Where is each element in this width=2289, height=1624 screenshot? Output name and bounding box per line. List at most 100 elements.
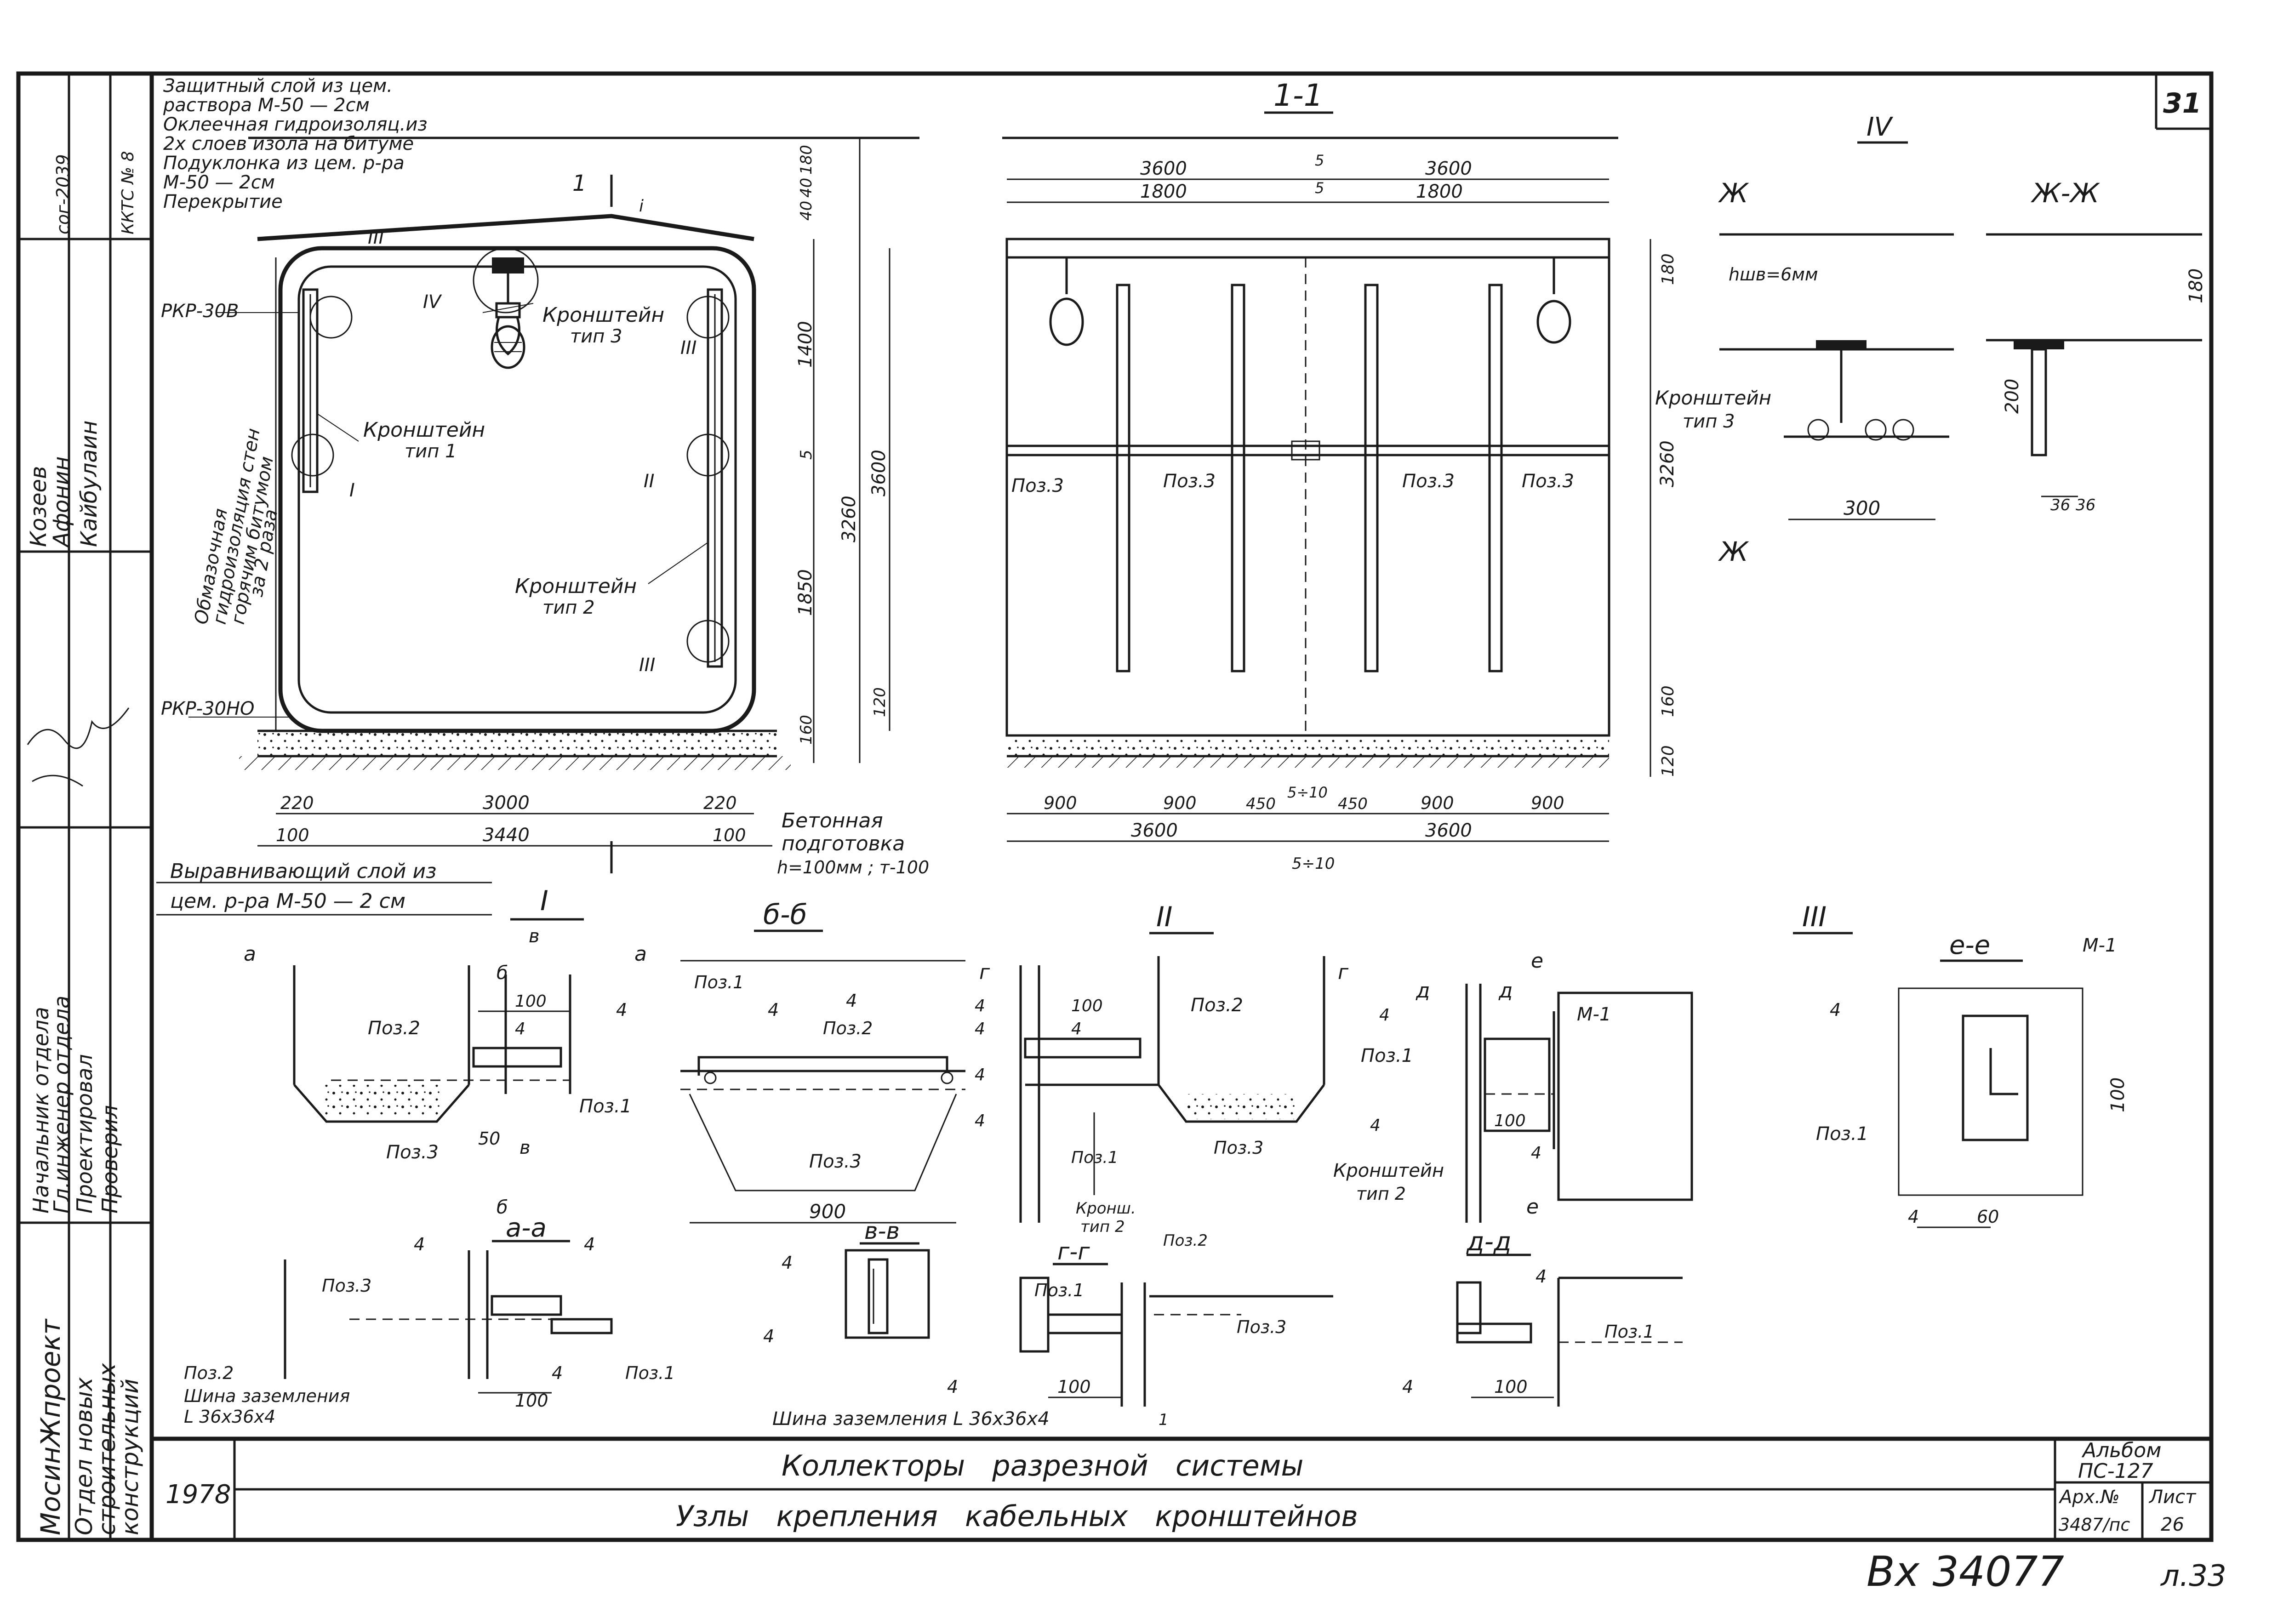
s11-dim-bot-2: 900 bbox=[1163, 793, 1197, 813]
s11-dim-bot-5: 450 bbox=[1338, 795, 1368, 813]
dim-v-2: 40 bbox=[797, 178, 816, 198]
section-ee-dim-4a: 4 bbox=[1830, 1000, 1841, 1020]
section-aa-pos-2: Поз.2 bbox=[184, 1363, 234, 1383]
section-vv-dim-4a: 4 bbox=[782, 1253, 793, 1273]
dim-v-5: 5 bbox=[797, 450, 816, 460]
s11-dim-right-4: 120 bbox=[1659, 745, 1678, 777]
cut-mark-1: 1 bbox=[572, 171, 587, 196]
node-iv-section-mark-bot: Ж bbox=[1718, 536, 1749, 567]
section-gg-dim-100: 100 bbox=[1057, 1377, 1091, 1397]
dim-v-8: 1850 bbox=[795, 569, 816, 616]
section-gg-pos-3: Поз.3 bbox=[1237, 1317, 1286, 1337]
list-label: Лист bbox=[2148, 1487, 2197, 1508]
node-ii-mark-g-left: г bbox=[979, 961, 990, 984]
section-dd-dim-100: 100 bbox=[1494, 1377, 1528, 1397]
title-line-2: Узлы крепления кабельных кронштейнов bbox=[676, 1499, 1358, 1533]
stamp-role-3: Проектировал bbox=[72, 1054, 97, 1214]
layer-3: Оклеечная гидроизоляц.из bbox=[163, 114, 428, 135]
arch-value: 3487/пс bbox=[2059, 1515, 2130, 1535]
section-vv bbox=[845, 1242, 930, 1339]
node-mark-1: III bbox=[368, 227, 384, 248]
title-block bbox=[152, 1436, 2211, 1540]
section-aa-dim-4a: 4 bbox=[414, 1234, 425, 1254]
node-iii-pos-1: Поз.1 bbox=[1361, 1045, 1413, 1066]
s11-dim-bot-10: 5÷10 bbox=[1292, 855, 1335, 873]
album-label: Альбом bbox=[2081, 1439, 2161, 1462]
node-iii-mark-d-left: д bbox=[1416, 979, 1430, 1003]
node-ii-dim-4a: 4 bbox=[975, 997, 985, 1015]
node-iii-dim-4a: 4 bbox=[1379, 1006, 1390, 1025]
s11-dim-top-4: 1800 bbox=[1140, 181, 1187, 202]
node-i-pos-2: Поз.2 bbox=[368, 1018, 420, 1039]
section-gg bbox=[1019, 1263, 1333, 1407]
section-aa-dim-4c: 4 bbox=[552, 1363, 563, 1383]
s11-dim-top-5: 5 bbox=[1315, 179, 1324, 197]
leveling-1: Выравнивающий слой из bbox=[170, 860, 436, 883]
node-i-pos-3: Поз.3 bbox=[386, 1142, 439, 1163]
section-aa bbox=[284, 1240, 613, 1394]
s11-dim-top-3: 3600 bbox=[1425, 158, 1472, 179]
bracket-1-a: Кронштейн bbox=[363, 418, 485, 442]
node-iv-dim-5: 36 bbox=[2076, 496, 2095, 514]
node-i-mark-b-top: б bbox=[497, 963, 508, 984]
section-aa-dim-100: 100 bbox=[515, 1390, 548, 1411]
main-section bbox=[156, 137, 919, 916]
title-line-1: Коллекторы разрезной системы bbox=[782, 1449, 1303, 1482]
node-iv-title: IV bbox=[1867, 112, 1894, 142]
section-gg-dim-4: 4 bbox=[947, 1377, 958, 1397]
section-aa-title: а-а bbox=[506, 1213, 547, 1243]
year: 1978 bbox=[166, 1480, 231, 1510]
stamp-code-1: сог-2039 bbox=[53, 154, 73, 234]
s11-dim-bot-6: 900 bbox=[1421, 793, 1454, 813]
section-ee-dim-100: 100 bbox=[2107, 1077, 2129, 1112]
bracket-3-b: тип 3 bbox=[570, 326, 622, 347]
section-aa-dim-4b: 4 bbox=[584, 1234, 595, 1254]
inbound-stamp: Вх 34077 bbox=[1867, 1548, 2064, 1596]
stamp-dept-1: Отдел новых bbox=[71, 1377, 97, 1535]
node-iv-weld: hшв=6мм bbox=[1729, 264, 1818, 285]
stamp-dept-2: строительных bbox=[94, 1363, 120, 1535]
s11-pos-4: Поз.3 bbox=[1522, 471, 1574, 492]
node-iii-mark-d-right: д bbox=[1498, 979, 1513, 1003]
node-mark-4: I bbox=[349, 480, 355, 501]
arch-label: Арх.№ bbox=[2058, 1487, 2120, 1508]
s11-pos-1: Поз.3 bbox=[1011, 475, 1064, 496]
s11-dim-bot-1: 900 bbox=[1044, 793, 1077, 813]
node-ii-dim-4e: 4 bbox=[975, 1111, 985, 1130]
section-dd bbox=[1456, 1254, 1683, 1407]
section-gg-bus: Шина заземления L 36х36х4 bbox=[772, 1408, 1050, 1430]
s11-dim-top-2: 5 bbox=[1315, 152, 1324, 169]
node-iv-dim-4: 36 bbox=[2050, 496, 2070, 514]
node-iv-section-mark-top: Ж bbox=[1718, 177, 1749, 209]
node-iii-dim-100: 100 bbox=[1494, 1111, 1526, 1130]
section-ee-title: е-е bbox=[1949, 930, 1990, 960]
node-ii-pos-3: Поз.3 bbox=[1214, 1138, 1263, 1158]
s11-dim-bot-4: 5÷10 bbox=[1287, 784, 1328, 801]
dim-v-1: 180 bbox=[797, 145, 816, 175]
s11-dim-bot-9: 3600 bbox=[1425, 820, 1472, 841]
stamp-dept-3: конструкций bbox=[117, 1379, 143, 1535]
node-ii-dim-4b: 4 bbox=[975, 1020, 985, 1038]
section-ee-dim-60: 60 bbox=[1977, 1207, 1999, 1227]
section-aa-pos-1: Поз.1 bbox=[625, 1363, 675, 1383]
section-gg-dim-1: 1 bbox=[1159, 1411, 1169, 1429]
stamp-role-4: Проверил bbox=[97, 1105, 122, 1214]
s11-dim-right-1: 180 bbox=[1659, 253, 1678, 285]
layer-6: М-50 — 2см bbox=[163, 172, 275, 193]
node-iv-section-title: Ж-Ж bbox=[2031, 177, 2100, 209]
section-aa-pos-3: Поз.3 bbox=[322, 1276, 371, 1296]
stamp-name-1: Козеев bbox=[26, 466, 51, 547]
section-bb-title: б-б bbox=[763, 899, 807, 931]
layer-2: раствора М-50 — 2см bbox=[163, 95, 370, 116]
section-gg-pos-2: Поз.2 bbox=[1163, 1231, 1208, 1250]
list-value: 26 bbox=[2161, 1514, 2184, 1535]
dim-v-6: 3260 bbox=[839, 496, 860, 542]
s11-dim-bot-3: 450 bbox=[1246, 795, 1276, 813]
section-ee-m1: М-1 bbox=[2083, 935, 2117, 956]
node-ii-dim-4d: 4 bbox=[975, 1066, 985, 1084]
node-iii-dim-4b: 4 bbox=[1370, 1116, 1381, 1135]
concrete-2: подготовка bbox=[782, 832, 905, 855]
layer-5: Подуклонка из цем. р-ра bbox=[163, 153, 405, 174]
section-bb-dim-900: 900 bbox=[809, 1200, 846, 1223]
